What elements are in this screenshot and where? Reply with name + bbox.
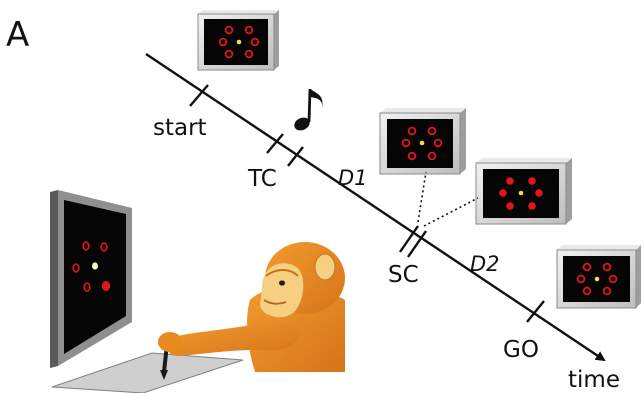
timeline-axis [145,53,606,362]
tick-tc-2 [287,146,304,167]
tick-sc-1 [399,225,419,253]
tick-start [189,84,209,107]
tick-go [526,300,545,323]
screen-sample-cue [475,158,572,225]
tick-tc-1 [266,133,284,154]
panel-label: A [6,15,29,55]
monkey-illustration [158,242,345,372]
event-label-start: start [153,115,207,141]
event-label-go: GO [503,337,539,363]
screen-go [556,245,641,309]
connector-sc-to-screen-2 [417,171,427,223]
connector-sc-to-screen-3 [423,197,479,227]
screen-delay-1 [379,108,466,175]
touch-screen-monitor [50,190,132,368]
axis-label-time: time [568,367,620,393]
event-label-tc: TC [247,166,277,192]
tick-sc-2 [407,230,427,258]
delay-label-d2: D2 [470,252,500,276]
screen-start [197,10,279,71]
music-note-icon [294,88,323,131]
delay-label-d1: D1 [338,166,368,190]
event-label-sc: SC [388,262,419,288]
